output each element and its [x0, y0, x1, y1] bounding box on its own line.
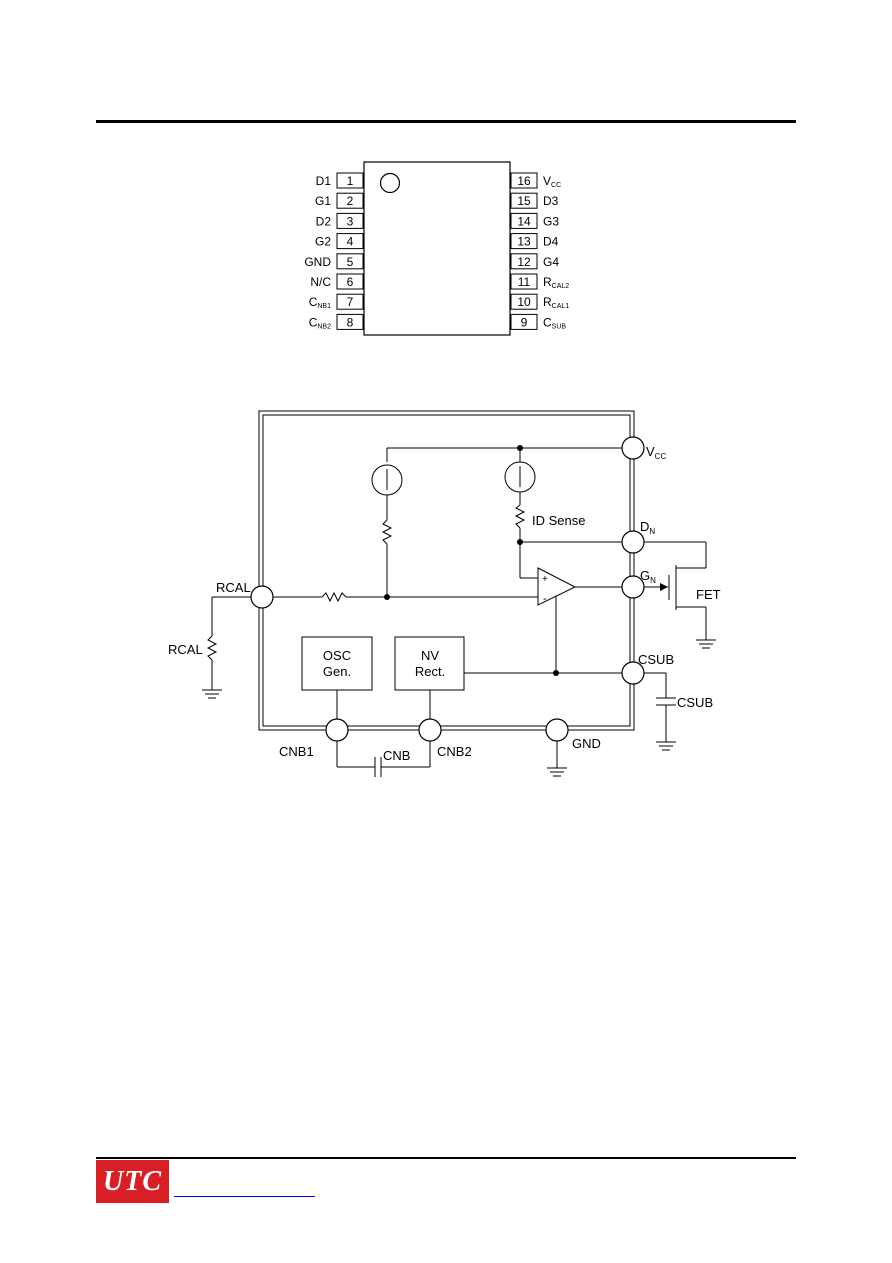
gnd-label: GND: [572, 736, 601, 751]
pin-name: RCAL1: [543, 295, 569, 310]
pin-csub: [621, 661, 645, 685]
pin-box: [336, 313, 364, 330]
dn-label: DN: [640, 519, 655, 536]
block-diagram: VCC DN GN ID Sense FET RCAL RCAL OSC Gen…: [168, 410, 721, 777]
pin-box: [336, 233, 364, 250]
pin-cnb1: [325, 718, 349, 742]
pin-name: RCAL2: [543, 275, 569, 290]
cnb-label: CNB: [383, 748, 410, 763]
utc-logo: UTC: [96, 1160, 169, 1203]
pin-box: [510, 172, 538, 189]
pin-name: CSUB: [543, 315, 566, 330]
csub-pin-label: CSUB: [638, 652, 674, 667]
cnb2-label: CNB2: [437, 744, 472, 759]
pin-box: [336, 192, 364, 209]
pin-name: D2: [316, 214, 332, 228]
pin-box: [510, 313, 538, 330]
pin-number: 2: [347, 194, 354, 208]
pin-box: [510, 212, 538, 229]
pin-vcc: [621, 436, 645, 460]
id-sense-label: ID Sense: [532, 513, 585, 528]
pin-cnb2: [418, 718, 442, 742]
pin-name: G2: [315, 235, 331, 249]
pin-number: 7: [347, 295, 354, 309]
pin-number: 9: [521, 315, 528, 329]
pin-number: 8: [347, 315, 354, 329]
pin-rcal: [250, 585, 274, 609]
footer-link-underline[interactable]: [174, 1196, 315, 1197]
header-rule: [96, 120, 796, 123]
pin-number: 14: [517, 214, 531, 228]
pin-number: 13: [517, 235, 531, 249]
pin-box: [336, 212, 364, 229]
nv-label-line2: Rect.: [415, 664, 445, 679]
pin-box: [336, 293, 364, 310]
pin-box: [510, 253, 538, 270]
pin-box: [336, 273, 364, 290]
op-amp-minus: -: [543, 593, 547, 605]
cnb1-label: CNB1: [279, 744, 314, 759]
pin-box: [510, 192, 538, 209]
csub-cap-label: CSUB: [677, 695, 713, 710]
pin-box: [336, 253, 364, 270]
pin-name: D4: [543, 235, 559, 249]
rcal-internal-resistor: [321, 591, 347, 603]
footer-rule: [96, 1157, 796, 1159]
pin1-marker: [379, 172, 401, 194]
pin-name: G4: [543, 255, 559, 269]
pin-gnd: [545, 718, 569, 742]
osc-label-line1: OSC: [323, 648, 351, 663]
nv-label-line1: NV: [421, 648, 439, 663]
pin-name: CNB2: [309, 315, 331, 330]
ic-package-body: [363, 161, 511, 336]
pin-configuration-diagram: 1 D1 2 G1 3 D2 4 G2 5 GND 6 N/C 7 CNB1 8 CNB2 16 VCC 15 D3…: [304, 161, 569, 336]
pin-number: 1: [347, 174, 354, 188]
vcc-label: VCC: [646, 444, 666, 461]
pin-name: CNB1: [309, 295, 331, 310]
pin-number: 16: [517, 174, 531, 188]
osc-label-line2: Gen.: [323, 664, 351, 679]
pin-number: 11: [518, 275, 531, 289]
pin-name: VCC: [543, 174, 561, 189]
pin-number: 10: [517, 295, 531, 309]
pin-box: [336, 172, 364, 189]
pin-name: G1: [315, 194, 331, 208]
chip-outline-outer: [258, 410, 635, 731]
pin-box: [510, 293, 538, 310]
chip-outline-inner: [262, 414, 631, 727]
id-sense-resistor: [514, 504, 526, 529]
rcal-external-resistor: [206, 635, 218, 661]
resistor-left-branch: [381, 519, 393, 545]
fet-label: FET: [696, 587, 721, 602]
pin-number: 15: [517, 194, 531, 208]
pin-dn: [621, 530, 645, 554]
rcal-pin-label: RCAL: [216, 580, 251, 595]
pin-gn: [621, 575, 645, 599]
pin-name: D3: [543, 194, 559, 208]
pin-number: 4: [347, 235, 354, 249]
pin-number: 12: [517, 255, 531, 269]
pin-name: G3: [543, 214, 559, 228]
pin-name: D1: [316, 174, 332, 188]
pin-number: 5: [347, 255, 354, 269]
rcal-resistor-label: RCAL: [168, 642, 203, 657]
pin-name: N/C: [310, 275, 331, 289]
pin-number: 6: [347, 275, 354, 289]
pin-box: [510, 273, 538, 290]
pin-box: [510, 233, 538, 250]
pin-number: 3: [347, 214, 354, 228]
op-amp-plus: +: [542, 574, 548, 585]
pin-name: GND: [304, 255, 331, 269]
gn-label: GN: [640, 568, 656, 585]
